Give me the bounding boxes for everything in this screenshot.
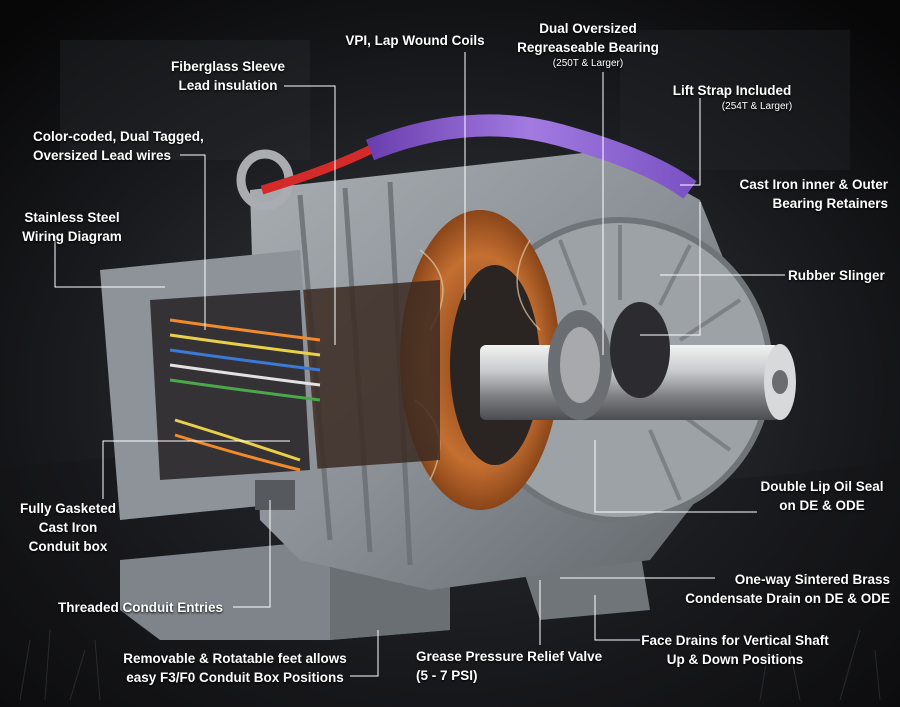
callout-oil-seal: Double Lip Oil Seal on DE & ODE	[752, 477, 892, 515]
callout-drain-line2: Condensate Drain on DE & ODE	[685, 591, 890, 606]
callout-face-drains-line2: Up & Down Positions	[666, 652, 804, 667]
callout-grease-valve: Grease Pressure Relief Valve (5 - 7 PSI)	[416, 647, 602, 685]
callout-wiring-diagram: Stainless Steel Wiring Diagram	[12, 208, 132, 246]
leader-oil-seal	[594, 440, 757, 513]
leader-face-drains	[594, 595, 640, 641]
callout-face-drains-line1: Face Drains for Vertical Shaft	[641, 633, 829, 648]
leader-lift-strap	[680, 98, 701, 186]
callout-bearing-note: (250T & Larger)	[552, 58, 624, 69]
callout-oil-seal-line2: on DE & ODE	[779, 498, 865, 513]
callout-conduit-box: Fully Gasketed Cast Iron Conduit box	[8, 499, 128, 556]
conduit-box	[100, 250, 321, 520]
callout-face-drains: Face Drains for Vertical Shaft Up & Down…	[630, 631, 840, 669]
leader-lead-wires	[180, 154, 206, 330]
cutaway-cavity	[300, 280, 440, 470]
callout-retainers-line1: Cast Iron inner & Outer	[739, 177, 888, 192]
callout-conduit-box-line1: Fully Gasketed	[19, 501, 117, 516]
callout-conduit-entries: Threaded Conduit Entries	[58, 598, 223, 617]
callout-bearing-line2: Regreaseable Bearing	[517, 40, 659, 55]
callout-condensate-drain: One-way Sintered Brass Condensate Drain …	[660, 570, 890, 608]
callout-feet: Removable & Rotatable feet allows easy F…	[110, 649, 360, 687]
callout-grease-line2: (5 - 7 PSI)	[416, 668, 478, 683]
grass-foreground	[19, 629, 881, 701]
callout-lead-wires: Color-coded, Dual Tagged, Oversized Lead…	[33, 127, 204, 165]
callout-retainers-line2: Bearing Retainers	[772, 196, 888, 211]
leader-feet	[350, 630, 379, 677]
callout-vpi-coils-text: VPI, Lap Wound Coils	[345, 33, 485, 48]
leader-entries	[233, 500, 271, 608]
callout-retainers: Cast Iron inner & Outer Bearing Retainer…	[700, 175, 888, 213]
leader-fiberglass	[284, 85, 336, 345]
callout-fiberglass: Fiberglass Sleeve Lead insulation	[158, 57, 298, 95]
callout-entries-text: Threaded Conduit Entries	[58, 600, 224, 615]
callout-lead-wires-line2: Oversized Lead wires	[33, 148, 172, 163]
bearing	[548, 310, 612, 420]
callout-drain-line1: One-way Sintered Brass	[734, 572, 890, 587]
leader-lines	[54, 52, 785, 677]
callout-grease-line1: Grease Pressure Relief Valve	[416, 649, 603, 664]
callout-oil-seal-line1: Double Lip Oil Seal	[760, 479, 884, 494]
callout-feet-line2: easy F3/F0 Conduit Box Positions	[126, 670, 344, 685]
callout-bearing-line1: Dual Oversized	[539, 21, 637, 36]
callout-lift-strap-note: (254T & Larger)	[721, 101, 793, 112]
rubber-slinger	[610, 302, 670, 398]
callout-wiring-line2: Wiring Diagram	[22, 229, 122, 244]
callout-fiberglass-line1: Fiberglass Sleeve	[170, 59, 286, 74]
callout-bearing: Dual Oversized Regreaseable Bearing (250…	[508, 19, 668, 71]
callout-rubber-slinger: Rubber Slinger	[788, 266, 885, 285]
callout-vpi-coils: VPI, Lap Wound Coils	[335, 31, 495, 50]
leader-conduit-box	[102, 440, 290, 499]
callout-fiberglass-line2: Lead insulation	[178, 78, 278, 93]
lift-strap	[236, 114, 697, 211]
callout-conduit-box-line2: Cast Iron	[38, 520, 98, 535]
leader-wiring	[54, 236, 165, 288]
callout-feet-line1: Removable & Rotatable feet allows	[123, 651, 347, 666]
callout-wiring-line1: Stainless Steel	[24, 210, 120, 225]
callout-lead-wires-line1: Color-coded, Dual Tagged,	[33, 129, 204, 144]
callout-conduit-box-line3: Conduit box	[28, 539, 108, 554]
callout-slinger-text: Rubber Slinger	[788, 268, 885, 283]
callout-lift-strap: Lift Strap Included (254T & Larger)	[652, 81, 812, 114]
leader-retainers	[640, 202, 701, 336]
callout-lift-strap-line1: Lift Strap Included	[672, 83, 792, 98]
